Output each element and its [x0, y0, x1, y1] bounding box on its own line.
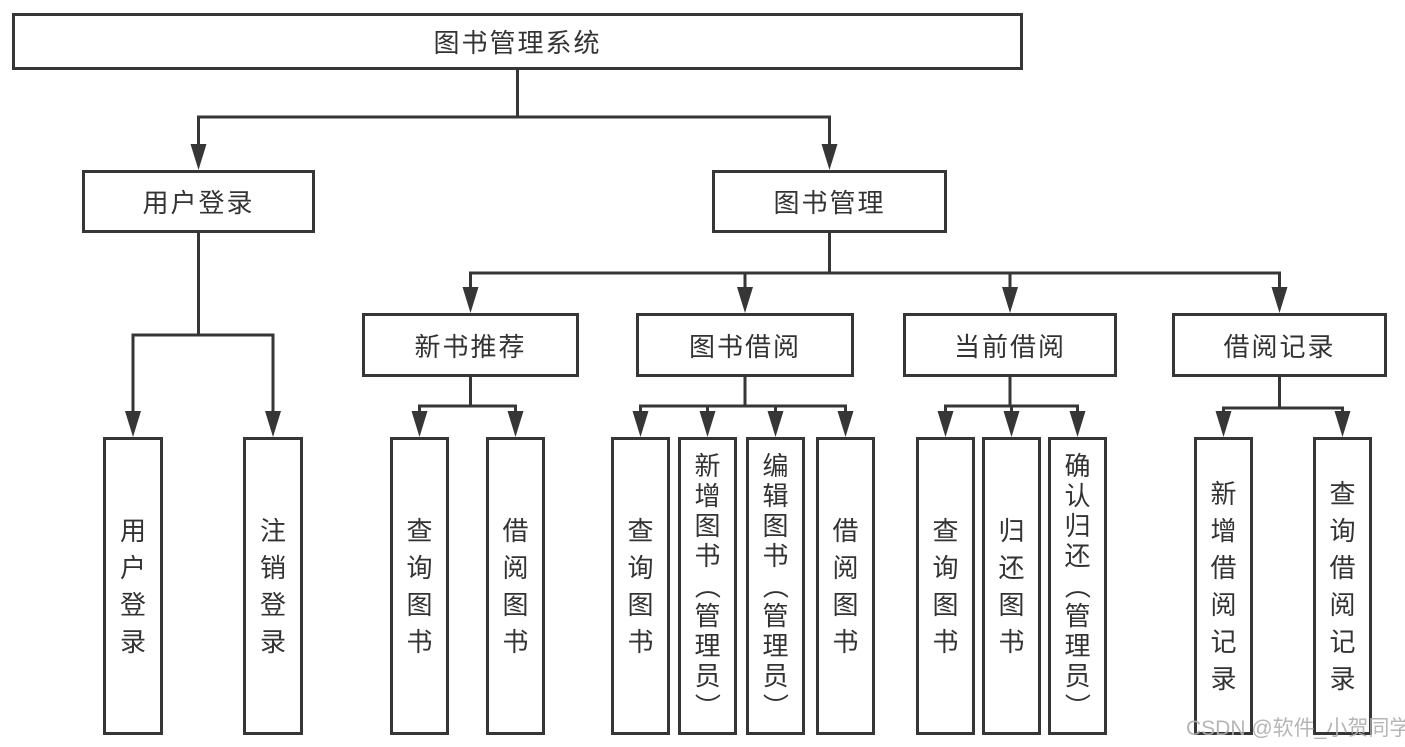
diagram-node-leaf-br-query: 查询借阅记录	[1313, 437, 1372, 735]
diagram-node-leaf-bb-borrow: 借阅图书	[816, 437, 875, 735]
node-label-leaf-logout: 注销登录	[259, 515, 286, 657]
node-label-user-login: 用户登录	[142, 188, 255, 218]
diagram-node-leaf-nb-borrow: 借阅图书	[486, 437, 545, 735]
node-label-book-borrow: 图书借阅	[688, 331, 801, 362]
node-label-leaf-nb-query: 查询图书	[406, 515, 433, 657]
node-label-leaf-bb-edit: 编辑图书（管理员）	[760, 451, 791, 720]
node-label-current-borrow: 当前借阅	[953, 331, 1066, 362]
node-label-leaf-user-login: 用户登录	[119, 515, 146, 657]
diagram-node-leaf-user-login: 用户登录	[103, 437, 163, 735]
diagram-node-new-books: 新书推荐	[362, 313, 579, 377]
diagram-node-current-borrow: 当前借阅	[903, 313, 1117, 377]
node-label-leaf-br-add: 新增借阅记录	[1210, 478, 1237, 694]
diagram-node-leaf-bb-add: 新增图书（管理员）	[678, 437, 737, 735]
node-label-root: 图书管理系统	[433, 28, 602, 58]
node-label-leaf-bb-add: 新增图书（管理员）	[692, 451, 723, 720]
diagram-node-leaf-nb-query: 查询图书	[390, 437, 449, 735]
diagram-node-book-borrow: 图书借阅	[636, 313, 854, 377]
diagram-node-leaf-bb-edit: 编辑图书（管理员）	[746, 437, 805, 735]
node-label-leaf-bb-borrow: 借阅图书	[832, 515, 859, 657]
node-label-leaf-cb-return: 归还图书	[998, 515, 1025, 657]
node-label-borrow-records: 借阅记录	[1223, 331, 1336, 362]
node-label-leaf-nb-borrow: 借阅图书	[502, 515, 529, 657]
node-label-new-books: 新书推荐	[414, 331, 527, 362]
diagram-node-user-login: 用户登录	[82, 170, 315, 233]
node-label-book-mgmt: 图书管理	[773, 188, 886, 218]
diagram-node-leaf-br-add: 新增借阅记录	[1194, 437, 1253, 735]
node-label-leaf-bb-query: 查询图书	[627, 515, 654, 657]
watermark: CSDN @软件_小贺同学	[1186, 717, 1405, 740]
diagram-node-leaf-bb-query: 查询图书	[611, 437, 670, 735]
diagram-node-book-mgmt: 图书管理	[712, 170, 947, 233]
diagram-node-leaf-cb-confirm: 确认归还（管理员）	[1048, 437, 1107, 735]
diagram-node-leaf-cb-query: 查询图书	[916, 437, 975, 735]
diagram-node-root: 图书管理系统	[12, 13, 1023, 70]
diagram-node-borrow-records: 借阅记录	[1172, 313, 1387, 377]
node-label-leaf-cb-confirm: 确认归还（管理员）	[1062, 451, 1093, 720]
diagram-node-leaf-logout: 注销登录	[243, 437, 303, 735]
diagram-node-leaf-cb-return: 归还图书	[982, 437, 1041, 735]
node-label-leaf-br-query: 查询借阅记录	[1329, 478, 1356, 694]
node-label-leaf-cb-query: 查询图书	[932, 515, 959, 657]
